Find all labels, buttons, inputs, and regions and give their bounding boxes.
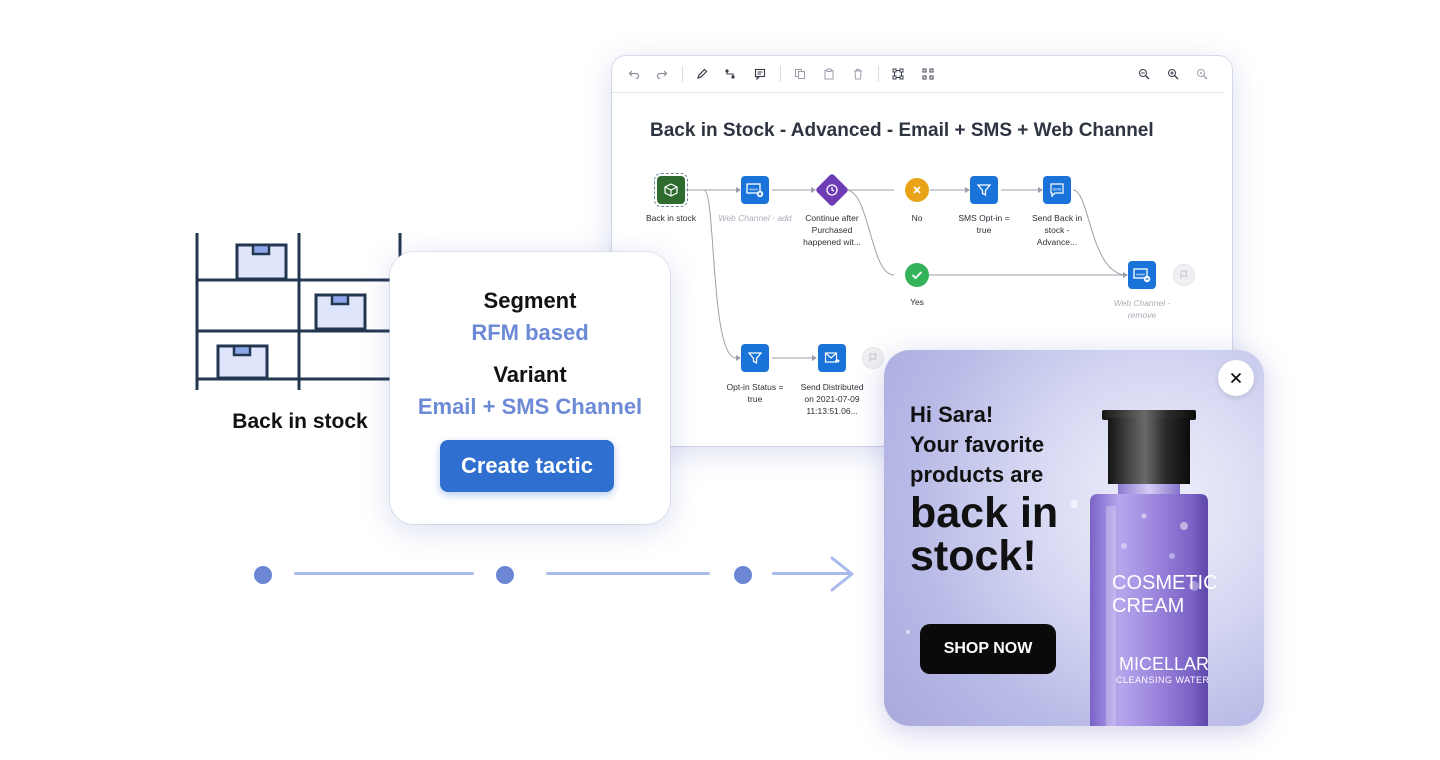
send-sms-label: Send Back in stock - Advance...: [1031, 213, 1083, 247]
promo-headline: back in stock!: [910, 489, 1059, 580]
start-node-label: Back in stock: [645, 213, 697, 223]
toolbar-divider: [612, 92, 1224, 93]
timeline-dot: [734, 566, 752, 584]
svg-text:www: www: [1136, 272, 1145, 277]
timeline-line: [546, 572, 710, 575]
shelf-illustration: [195, 233, 402, 390]
toolbar-separator: [878, 66, 879, 82]
group-icon[interactable]: [890, 66, 906, 82]
segment-heading: Segment: [483, 288, 577, 313]
x-icon: [913, 186, 921, 194]
zoom-reset-icon[interactable]: [1194, 66, 1210, 82]
send-email-node[interactable]: [818, 344, 846, 372]
check-icon: [911, 271, 923, 280]
start-node-back-in-stock[interactable]: [654, 173, 688, 207]
product-bottle-image: [1090, 410, 1208, 726]
sms-optin-filter-node[interactable]: [970, 176, 998, 204]
filter-icon: [748, 352, 762, 365]
web-channel-add-label: Web Channel - add: [718, 213, 792, 223]
redo-icon[interactable]: [654, 66, 670, 82]
flag-icon: [1180, 270, 1188, 279]
branch-no-node[interactable]: [905, 178, 929, 202]
toolbar-separator: [682, 66, 683, 82]
web-remove-icon: www: [1133, 268, 1151, 283]
box-upload-icon: [664, 183, 678, 197]
variant-heading: Variant: [493, 362, 567, 387]
end-flag-node: [1173, 264, 1195, 286]
segment-value: RFM based: [471, 320, 589, 345]
box-icon: [216, 344, 269, 380]
web-channel-remove-node[interactable]: www: [1128, 261, 1156, 289]
web-channel-remove-label: Web Channel - remove: [1113, 298, 1171, 320]
branch-yes-label: Yes: [910, 297, 924, 307]
end-flag-node: [862, 347, 884, 369]
toolbar-separator: [780, 66, 781, 82]
branch-yes-node[interactable]: [905, 263, 929, 287]
web-channel-add-node[interactable]: www: [741, 176, 769, 204]
zoom-out-icon[interactable]: [1136, 66, 1152, 82]
send-sms-node[interactable]: SMS: [1043, 176, 1071, 204]
undo-icon[interactable]: [626, 66, 642, 82]
bottle-product-text: MICELLAR: [1119, 654, 1210, 674]
close-icon: [1230, 372, 1242, 384]
journey-title: Back in Stock - Advanced - Email + SMS +…: [650, 120, 1154, 141]
send-email-label: Send Distributed on 2021-07-09 11:13:51.…: [800, 382, 864, 416]
web-add-icon: www: [746, 183, 764, 198]
branch-no-label: No: [911, 213, 923, 223]
paste-icon[interactable]: [821, 66, 837, 82]
box-icon: [314, 293, 367, 331]
timeline-dot: [496, 566, 514, 584]
promo-greeting: Hi Sara! Your favorite products are: [910, 402, 1045, 487]
edit-icon[interactable]: [694, 66, 710, 82]
variant-value: Email + SMS Channel: [417, 394, 643, 419]
delete-icon[interactable]: [850, 66, 866, 82]
sms-icon: SMS: [1050, 183, 1064, 198]
canvas-toolbar: [612, 56, 1232, 92]
timeline-line: [294, 572, 474, 575]
timeline-line: [772, 572, 850, 575]
svg-text:SMS: SMS: [1053, 187, 1062, 192]
wait-node-label: Continue after Purchased happened wit...: [803, 213, 861, 247]
wait-node[interactable]: [815, 173, 849, 207]
svg-text:www: www: [749, 187, 758, 192]
box-icon: [235, 243, 288, 281]
timeline-dot: [254, 566, 272, 584]
timeline-arrow-icon: [830, 556, 854, 592]
flow-connectors: [685, 187, 1128, 361]
email-send-icon: [824, 352, 840, 363]
flag-icon: [869, 353, 877, 362]
optin-status-filter-node[interactable]: [741, 344, 769, 372]
shelf-label: Back in stock: [232, 410, 368, 433]
close-button[interactable]: [1218, 360, 1254, 396]
optin-status-label: Opt-in Status = true: [726, 382, 784, 404]
shop-now-button[interactable]: SHOP NOW: [920, 624, 1056, 674]
bottle-subtitle-text: CLEANSING WATER: [1116, 675, 1210, 685]
ungroup-icon[interactable]: [920, 66, 936, 82]
create-tactic-button[interactable]: Create tactic: [440, 440, 614, 492]
sms-optin-label: SMS Opt-in = true: [958, 213, 1010, 235]
comment-icon[interactable]: [752, 66, 768, 82]
segment-card: Segment RFM based Variant Email + SMS Ch…: [390, 252, 670, 524]
copy-icon[interactable]: [792, 66, 808, 82]
clock-icon: [826, 184, 838, 196]
connect-icon[interactable]: [722, 66, 738, 82]
filter-icon: [977, 184, 991, 197]
zoom-in-icon[interactable]: [1165, 66, 1181, 82]
